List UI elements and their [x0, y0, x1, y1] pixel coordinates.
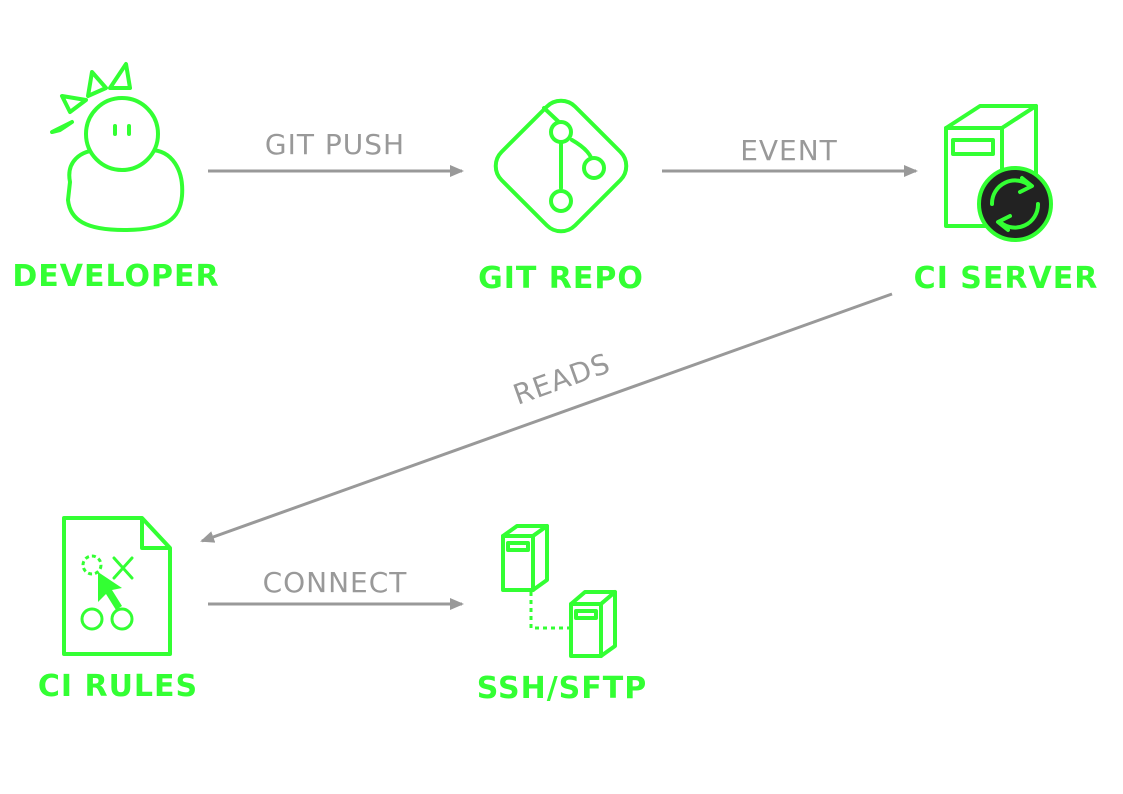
reads-arrow [200, 292, 893, 543]
servers-dotted-link [529, 592, 571, 630]
reads-label: READS [509, 347, 615, 412]
node-git-repo: GIT REPO [478, 98, 644, 296]
ci-rules-label: CI RULES [38, 669, 198, 704]
git-branch-icon [493, 98, 629, 234]
ci-server-label: CI SERVER [914, 261, 1099, 296]
developer-avatar-icon [50, 62, 185, 232]
edge-git-push: GIT PUSH [208, 128, 464, 177]
server-sync-icon [944, 104, 1053, 242]
connected-servers-icon [501, 524, 617, 658]
edge-event: EVENT [662, 134, 918, 177]
node-ssh-sftp: SSH/SFTP [477, 524, 647, 706]
node-ci-server: CI SERVER [914, 104, 1099, 296]
rules-document-icon [62, 516, 172, 656]
developer-eyes [113, 124, 131, 136]
git-repo-label: GIT REPO [478, 261, 644, 296]
event-label: EVENT [740, 134, 838, 167]
developer-label: DEVELOPER [12, 259, 219, 294]
connect-label: CONNECT [263, 566, 408, 599]
git-push-label: GIT PUSH [265, 128, 405, 161]
ssh-sftp-label: SSH/SFTP [477, 671, 647, 706]
edge-reads: READS [200, 292, 893, 543]
edge-connect: CONNECT [208, 566, 464, 610]
node-developer: DEVELOPER [12, 62, 219, 294]
node-ci-rules: CI RULES [38, 516, 198, 704]
